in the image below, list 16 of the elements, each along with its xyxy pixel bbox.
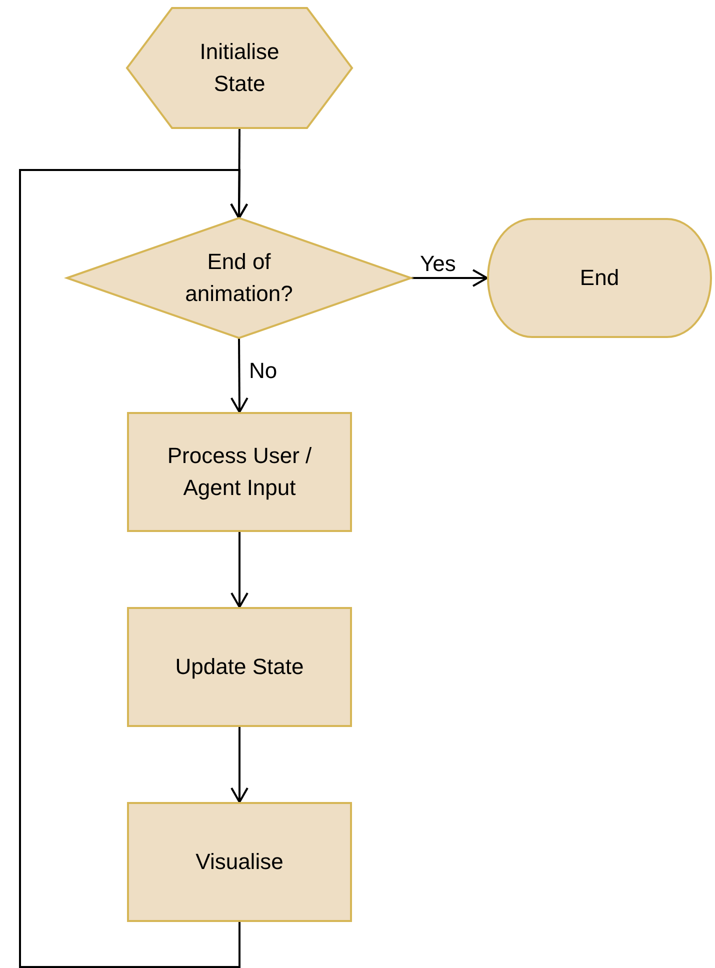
node-label: Update State [174, 653, 305, 681]
arrow [230, 532, 248, 608]
node-label: Visualise [194, 848, 284, 876]
node-label: End of animation? [184, 248, 294, 308]
arrow [19, 169, 248, 968]
process-box [127, 802, 352, 922]
node-label: Process User / Agent Input [166, 442, 313, 502]
node-label: Initialise State [198, 38, 280, 98]
arrow [230, 338, 248, 413]
arrow [230, 727, 248, 803]
process-box [127, 607, 352, 727]
node-label: End [578, 264, 620, 292]
arrow [411, 269, 488, 287]
start-hexagon [127, 8, 352, 128]
decision-diamond [67, 218, 411, 338]
process-box [127, 412, 352, 532]
